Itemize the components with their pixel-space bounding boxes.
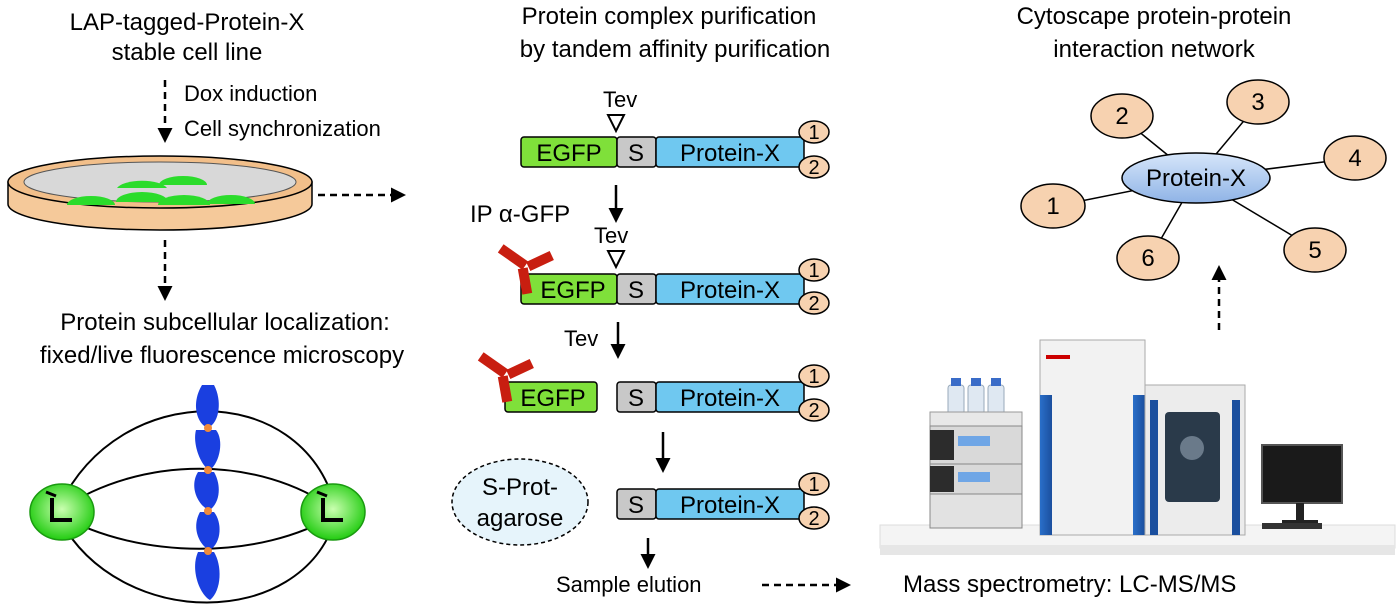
partner-1 (798, 258, 830, 282)
partner-1 (798, 364, 830, 388)
s-prot-agarose-bead (451, 458, 589, 546)
cell-sync-label: Cell synchronization (184, 116, 381, 141)
chromosomes (194, 385, 221, 600)
partner-2 (798, 398, 830, 422)
partner-2-label: 2 (808, 157, 819, 179)
tev-cleavage-label: Tev (564, 326, 598, 351)
network-node-3 (1226, 79, 1290, 125)
right-title-line2: interaction network (1053, 36, 1255, 63)
construct-1: Tev EGFP S Protein-X 1 2 (520, 87, 830, 179)
partner-1-label: 1 (808, 366, 819, 388)
middle-title-line2: by tandem affinity purification (520, 36, 830, 63)
network-node-1-label: 1 (1046, 193, 1059, 220)
mitotic-spindle (59, 410, 336, 604)
tev-site-2-icon (606, 250, 626, 270)
network-hub (1121, 152, 1271, 204)
protein-x-label-4: Protein-X (680, 492, 780, 519)
antibody-icon (477, 352, 534, 403)
elution-label: Sample elution (556, 572, 702, 597)
construct-4: S-Prot- agarose S Protein-X 1 2 (451, 458, 830, 546)
antibody-icon (497, 244, 554, 295)
protein-x-label-3: Protein-X (680, 385, 780, 412)
left-title-line2: stable cell line (112, 39, 263, 66)
partner-1-label: 1 (808, 122, 819, 144)
network-node-2-label: 2 (1115, 103, 1128, 130)
egfp-label-3: EGFP (520, 385, 585, 412)
protein-x-box-3 (655, 381, 805, 413)
protein-x-box-4 (655, 488, 805, 520)
right-title-line1: Cytoscape protein-protein (1017, 3, 1292, 30)
network-node-1 (1020, 183, 1086, 229)
tev-label-2: Tev (594, 223, 628, 248)
s-label-3: S (628, 385, 644, 412)
construct-3: EGFP S Protein-X 1 2 (477, 352, 830, 422)
cells-in-dish (67, 176, 255, 205)
construct-2: Tev EGFP S Protein-X 1 2 (497, 223, 830, 315)
ip-label: IP α-GFP (470, 201, 570, 228)
network-node-2 (1090, 93, 1154, 139)
petri-dish (7, 155, 313, 231)
right-panel: Cytoscape protein-protein interaction ne… (879, 3, 1396, 598)
network-hub-label: Protein-X (1146, 165, 1246, 192)
localization-line2: fixed/live fluorescence microscopy (40, 342, 404, 369)
network-node-5-label: 5 (1308, 237, 1321, 264)
protein-x-label-1: Protein-X (680, 140, 780, 167)
dox-induction-label: Dox induction (184, 81, 317, 106)
partner-1-label: 1 (808, 260, 819, 282)
middle-title-line1: Protein complex purification (522, 3, 817, 30)
partner-1-label: 1 (808, 474, 819, 496)
protein-x-label-2: Protein-X (680, 277, 780, 304)
partner-1 (798, 120, 830, 144)
ms-label: Mass spectrometry: LC-MS/MS (903, 571, 1236, 598)
partner-2-label: 2 (808, 508, 819, 530)
partner-2 (798, 291, 830, 315)
sprot-line2: agarose (477, 505, 564, 532)
localization-line1: Protein subcellular localization: (60, 309, 390, 336)
protein-x-box-2 (655, 273, 805, 305)
partner-1 (798, 472, 830, 496)
centrosome-right (300, 483, 366, 541)
left-title-line1: LAP-tagged-Protein-X (70, 9, 305, 36)
left-panel: LAP-tagged-Protein-X stable cell line Do… (7, 9, 406, 604)
partner-2-label: 2 (808, 293, 819, 315)
tev-site-1-icon (606, 114, 626, 134)
network-node-4-label: 4 (1348, 145, 1361, 172)
network-node-3-label: 3 (1251, 89, 1264, 116)
partner-2 (798, 155, 830, 179)
network-node-6-label: 6 (1141, 245, 1154, 272)
network-node-5 (1283, 227, 1347, 273)
partner-2-label: 2 (808, 400, 819, 422)
egfp-label-1: EGFP (536, 140, 601, 167)
network-node-6 (1116, 235, 1180, 281)
middle-panel: Protein complex purification by tandem a… (451, 3, 851, 597)
protein-x-box-1 (655, 136, 805, 168)
s-label-2: S (628, 277, 644, 304)
partner-2 (798, 506, 830, 530)
egfp-label-2: EGFP (540, 277, 605, 304)
s-label-4: S (628, 492, 644, 519)
network-nodes: 2 3 4 1 6 5 Protein-X (1020, 79, 1387, 281)
network-node-4 (1323, 135, 1387, 181)
s-label-1: S (628, 140, 644, 167)
mass-spectrometer-illustration (879, 339, 1396, 555)
centrosome-left (29, 483, 95, 541)
sprot-line1: S-Prot- (482, 474, 558, 501)
tev-label-1: Tev (603, 87, 637, 112)
